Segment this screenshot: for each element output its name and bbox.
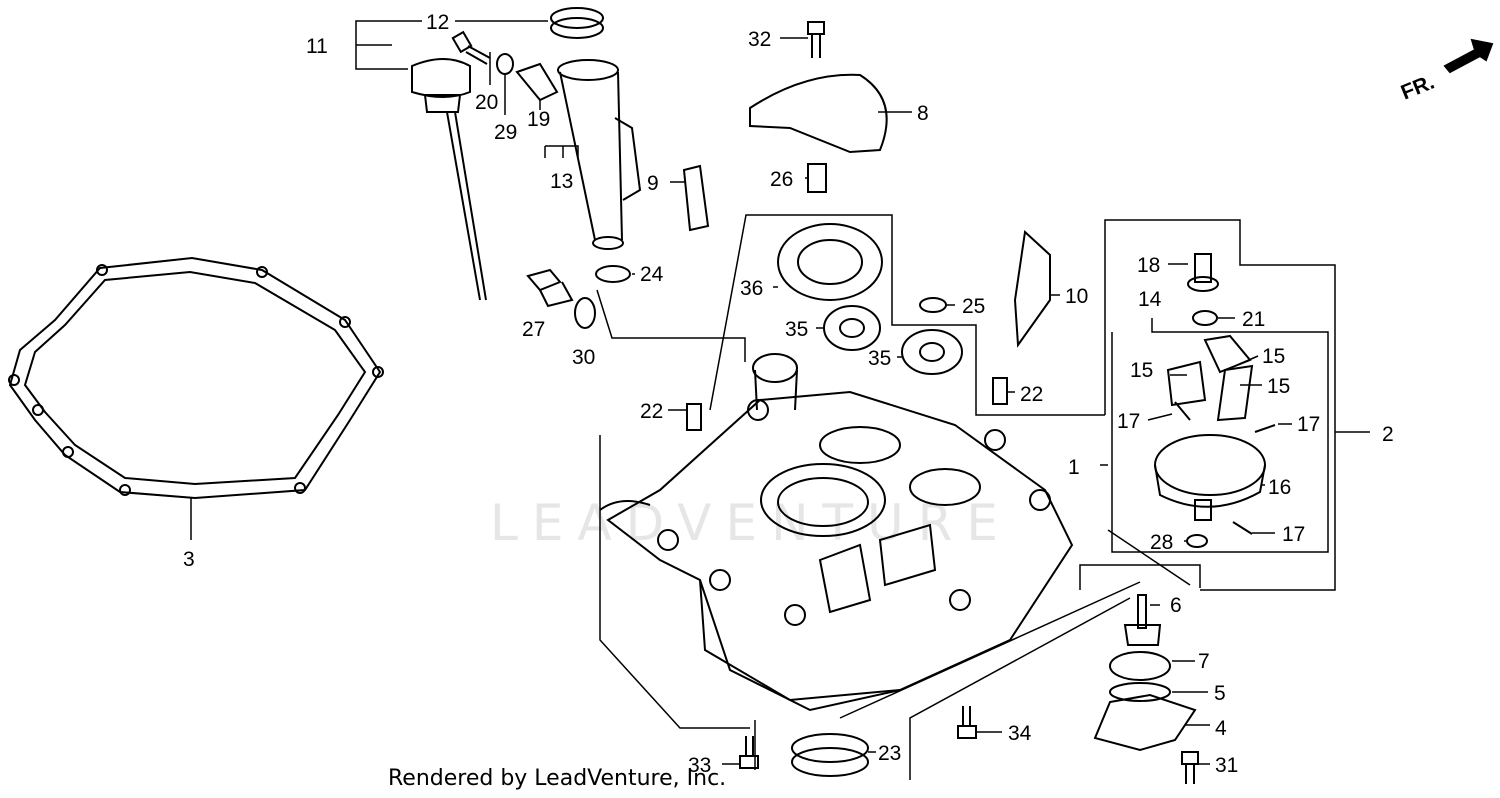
- bolt-part-32[interactable]: [807, 21, 825, 58]
- callout-19: 19: [527, 108, 550, 131]
- callout-5: 5: [1214, 682, 1226, 705]
- cover-part-4[interactable]: [1093, 693, 1197, 752]
- rotor-part-7[interactable]: [1109, 651, 1171, 681]
- pin-part-17c[interactable]: [1232, 521, 1253, 535]
- dipstick-part[interactable]: [411, 58, 487, 301]
- callout-15b: 15: [1130, 359, 1153, 382]
- bolt-part-34[interactable]: [957, 706, 977, 739]
- callout-12: 12: [426, 11, 449, 34]
- callout-22a: 22: [640, 400, 663, 423]
- washer-part-25[interactable]: [919, 297, 947, 313]
- callout-34: 34: [1008, 722, 1032, 745]
- callout-3: 3: [183, 548, 195, 571]
- callout-30: 30: [572, 346, 595, 369]
- callout-35a: 35: [785, 318, 808, 341]
- callout-2: 2: [1382, 423, 1394, 446]
- callout-17a: 17: [1117, 410, 1140, 433]
- callout-7: 7: [1198, 650, 1210, 673]
- callout-10: 10: [1065, 285, 1088, 308]
- callout-31: 31: [1215, 754, 1238, 777]
- callout-4: 4: [1215, 717, 1227, 740]
- callout-11: 11: [306, 35, 328, 58]
- callout-28: 28: [1150, 531, 1173, 554]
- dowel-part-22b[interactable]: [992, 377, 1008, 405]
- bearing-part-35a[interactable]: [823, 305, 881, 351]
- bolt-part-20[interactable]: [451, 30, 491, 65]
- collar-part-19[interactable]: [515, 62, 559, 102]
- callout-17b: 17: [1297, 413, 1320, 436]
- gasket-part-5[interactable]: [1109, 682, 1171, 702]
- bolt-part-33[interactable]: [739, 736, 759, 769]
- washer-part-29[interactable]: [496, 53, 514, 75]
- drain-bolt-part-27[interactable]: [526, 268, 574, 308]
- o-ring-part-24[interactable]: [595, 265, 631, 283]
- pin-part-17a[interactable]: [1174, 401, 1191, 421]
- callout-33: 33: [688, 754, 711, 777]
- callout-17c: 17: [1282, 523, 1305, 546]
- callout-23: 23: [878, 742, 901, 765]
- bolt-part-18[interactable]: [1187, 253, 1219, 292]
- callout-18: 18: [1137, 254, 1160, 277]
- filler-tube-part[interactable]: [557, 59, 642, 250]
- callout-labels: 1 2 3 4 5 6 7 8 9 10 11 12 13 14 15 15 1…: [183, 11, 1438, 777]
- callout-1: 1: [1068, 456, 1080, 479]
- seal-part-12[interactable]: [550, 7, 604, 39]
- callout-25: 25: [962, 295, 985, 318]
- pin-part-26[interactable]: [807, 163, 827, 193]
- front-direction-label: FR.: [1398, 71, 1438, 105]
- oil-seal-part-23[interactable]: [791, 733, 869, 777]
- watermark: LEADVENTURE: [490, 494, 1012, 552]
- front-direction-arrow: [1443, 38, 1494, 74]
- governor-gear-part[interactable]: [1154, 434, 1266, 521]
- callout-13: 13: [550, 170, 573, 193]
- leader-lines: [190, 20, 1370, 780]
- callout-27: 27: [522, 318, 545, 341]
- callout-15a: 15: [1262, 345, 1285, 368]
- washer-part-21[interactable]: [1192, 310, 1218, 326]
- callout-9: 9: [647, 172, 659, 195]
- callout-14: 14: [1138, 288, 1162, 311]
- callout-22b: 22: [1020, 383, 1043, 406]
- callout-24: 24: [640, 263, 664, 286]
- filter-part-9[interactable]: [682, 164, 710, 232]
- gasket-part[interactable]: [8, 256, 384, 500]
- callout-21: 21: [1242, 308, 1265, 331]
- bolt-part-31[interactable]: [1181, 751, 1199, 784]
- shaft-part-6[interactable]: [1123, 594, 1162, 646]
- callout-8: 8: [917, 102, 929, 125]
- bearing-part-36[interactable]: [777, 223, 883, 301]
- callout-20: 20: [475, 91, 498, 114]
- callout-36: 36: [740, 277, 763, 300]
- callout-32: 32: [748, 28, 771, 51]
- callout-16: 16: [1268, 476, 1291, 499]
- bearing-part-35b[interactable]: [901, 329, 963, 375]
- render-credit: Rendered by LeadVenture, Inc.: [388, 766, 727, 791]
- screen-part-10[interactable]: [1013, 229, 1051, 348]
- callout-26: 26: [770, 168, 793, 191]
- crankcase-cover[interactable]: [599, 353, 1074, 712]
- callout-6: 6: [1170, 594, 1182, 617]
- breather-plate-part[interactable]: [749, 73, 888, 154]
- dowel-part-22a[interactable]: [686, 403, 702, 431]
- washer-part-28[interactable]: [1186, 534, 1208, 548]
- callout-29: 29: [494, 121, 517, 144]
- washer-part-30[interactable]: [574, 297, 596, 329]
- callout-15c: 15: [1267, 375, 1290, 398]
- pin-part-17b[interactable]: [1254, 424, 1276, 433]
- callout-35b: 35: [868, 347, 891, 370]
